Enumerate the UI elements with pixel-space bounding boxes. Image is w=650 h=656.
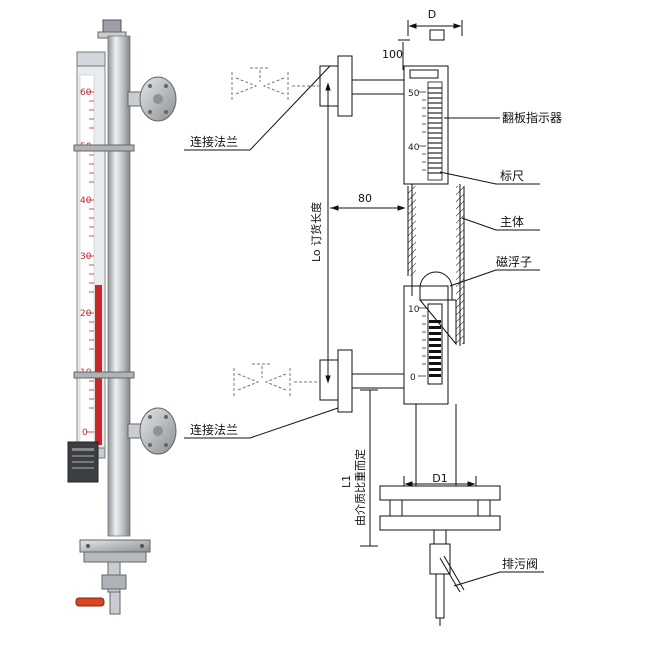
scale-number: 20 (80, 309, 92, 319)
red-indicator-fill (95, 285, 102, 445)
label-drain-valve: 排污阀 (502, 557, 538, 571)
dimension-lo: Lo 订货长度 (309, 202, 323, 262)
indicator-scale-number: 50 (408, 89, 420, 99)
label-scale: 标尺 (500, 169, 524, 183)
drain-valve-handle (75, 597, 105, 607)
dimension-spacing: 80 (358, 192, 372, 205)
label-main-body: 主体 (500, 215, 524, 229)
product-photo: 60 50 40 30 20 10 0 (67, 19, 177, 615)
label-flange-bottom: 连接法兰 (190, 422, 238, 437)
dimension-d: D (428, 8, 436, 21)
dimension-top-offset: 100 (382, 48, 403, 61)
dimension-l1-note: 由介质比重而定 (353, 449, 367, 526)
label-flip-indicator: 翻板指示器 (502, 110, 562, 125)
technical-drawing (184, 20, 544, 626)
indicator-scale-number: 0 (410, 373, 416, 383)
indicator-scale-number: 40 (408, 143, 420, 153)
dimension-l1: L1 (340, 475, 353, 488)
scale-number: 60 (80, 88, 92, 98)
scale-number: 0 (82, 428, 88, 438)
scale-number: 30 (80, 252, 92, 262)
scale-number: 40 (80, 196, 92, 206)
label-flange-top: 连接法兰 (190, 134, 238, 149)
dimension-d1: D1 (432, 472, 447, 485)
indicator-scale-number: 10 (408, 305, 420, 315)
label-magnetic-float: 磁浮子 (496, 254, 532, 269)
